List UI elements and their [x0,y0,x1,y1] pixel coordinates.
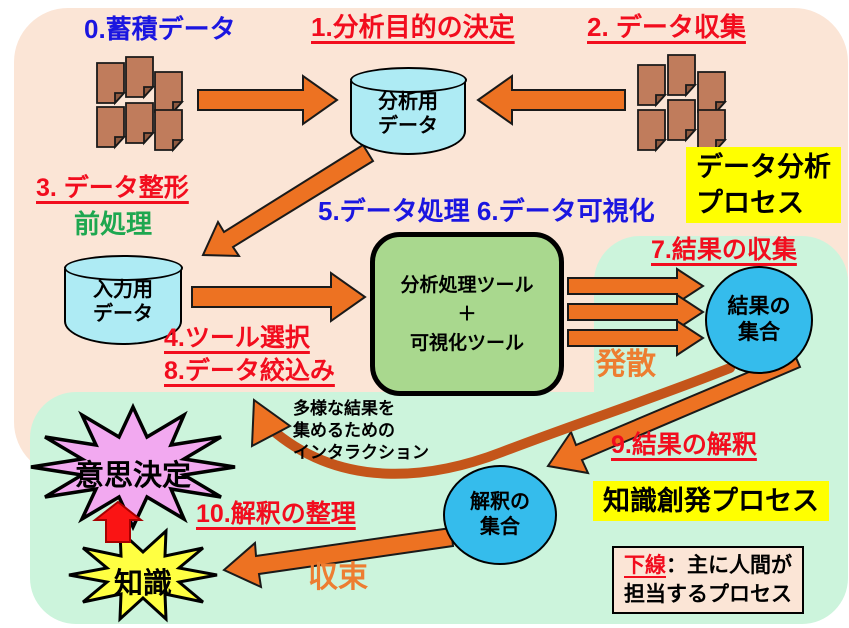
input-data-label-1: 入力用 [93,279,153,301]
knowledge-creation-process-tag: 知識創発プロセス [593,481,829,521]
step-8-label: 8.データ絞込み [164,357,335,385]
input-data-label-2: データ [93,303,153,325]
analysis-data-cylinder: 分析用 データ [349,67,467,155]
legend-note-keyword: 下線 [624,554,666,577]
interaction-annotation: 多様な結果を 集めるための インタラクション [293,398,429,464]
step-9-label: 9.結果の解釈 [611,431,757,459]
legend-note-rest: ：主に人間が [666,554,792,577]
document-icon [154,71,185,115]
document-icon [697,109,728,153]
arrow-results-to-interpretation [546,351,802,475]
arrow-interpretation-to-knowledge [222,526,455,589]
tools-label-1: 分析処理ツール [400,274,534,296]
step-3-label: 3. データ整形 [36,174,189,202]
arrow-tools-to-results-2 [567,293,705,331]
step-2-label: 2. データ収集 [587,12,746,42]
document-icon [637,109,668,153]
legend-note: 下線：主に人間が 担当するプロセス [612,546,804,614]
step-0-label: 0.蓄積データ [84,14,236,44]
analysis-data-label-1: 分析用 [378,91,438,113]
preprocessing-label: 前処理 [74,209,153,239]
knowledge-label: 知識 [113,568,172,600]
arrow-collected-to-analysis [476,74,626,126]
decision-label: 意思決定 [74,460,191,492]
step-7-label: 7.結果の収集 [651,236,797,264]
stored-data-documents [96,56,185,153]
analysis-data-label-2: データ [378,115,438,137]
document-icon [125,56,156,100]
document-icon [667,54,698,98]
result-set-label-1: 結果の [727,295,791,318]
document-icon [667,99,698,143]
arrow-interaction-loop-head [250,398,292,448]
input-data-cylinder: 入力用 データ [63,255,183,345]
interaction-line2: 集めるための [293,421,395,440]
document-icon [637,64,668,108]
arrow-interaction-loop [265,363,735,479]
interpretation-set-label-1: 解釈の [470,491,530,513]
document-icon [697,71,728,115]
legend-note-line2: 担当するプロセス [624,583,792,606]
step-1-label: 1.分析目的の決定 [311,12,515,42]
arrow-tools-to-results-3 [567,319,705,357]
interpretation-set-circle: 解釈の 集合 [443,465,557,565]
arrow-analysis-to-input [201,143,375,258]
collected-data-documents [637,54,728,153]
result-set-circle: 結果の 集合 [705,266,813,374]
data-analysis-process-line2: プロセス [696,188,804,218]
arrow-tools-to-results-1 [567,267,705,305]
tools-label-plus: ＋ [457,303,477,325]
document-icon [154,109,185,153]
diverge-label: 発散 [596,348,656,381]
arrow-stored-to-analysis [197,74,339,126]
arrow-input-to-tools [191,271,367,323]
step-10-label: 10.解釈の整理 [196,500,356,528]
data-analysis-process-line1: データ分析 [696,152,831,182]
step-5-6-label: 5.データ処理 6.データ可視化 [318,196,655,226]
document-icon [96,106,127,150]
interaction-line3: インタラクション [293,443,429,462]
step-4-label: 4.ツール選択 [164,324,310,352]
document-icon [96,62,127,106]
converge-label: 収束 [308,561,368,594]
interpretation-set-label-2: 集合 [480,516,520,538]
tools-label-2: 可視化ツール [409,332,524,354]
arrow-knowledge-to-decision [92,500,144,543]
interaction-line1: 多様な結果を [293,399,395,418]
tools-box: 分析処理ツール ＋ 可視化ツール [370,232,564,396]
result-set-label-2: 集合 [738,321,780,344]
document-icon [125,102,156,146]
decision-starburst [30,402,236,532]
knowledge-starburst [68,527,218,623]
data-analysis-process-tag: データ分析 プロセス [686,147,841,223]
legend-note-line1: 下線：主に人間が [624,551,792,580]
